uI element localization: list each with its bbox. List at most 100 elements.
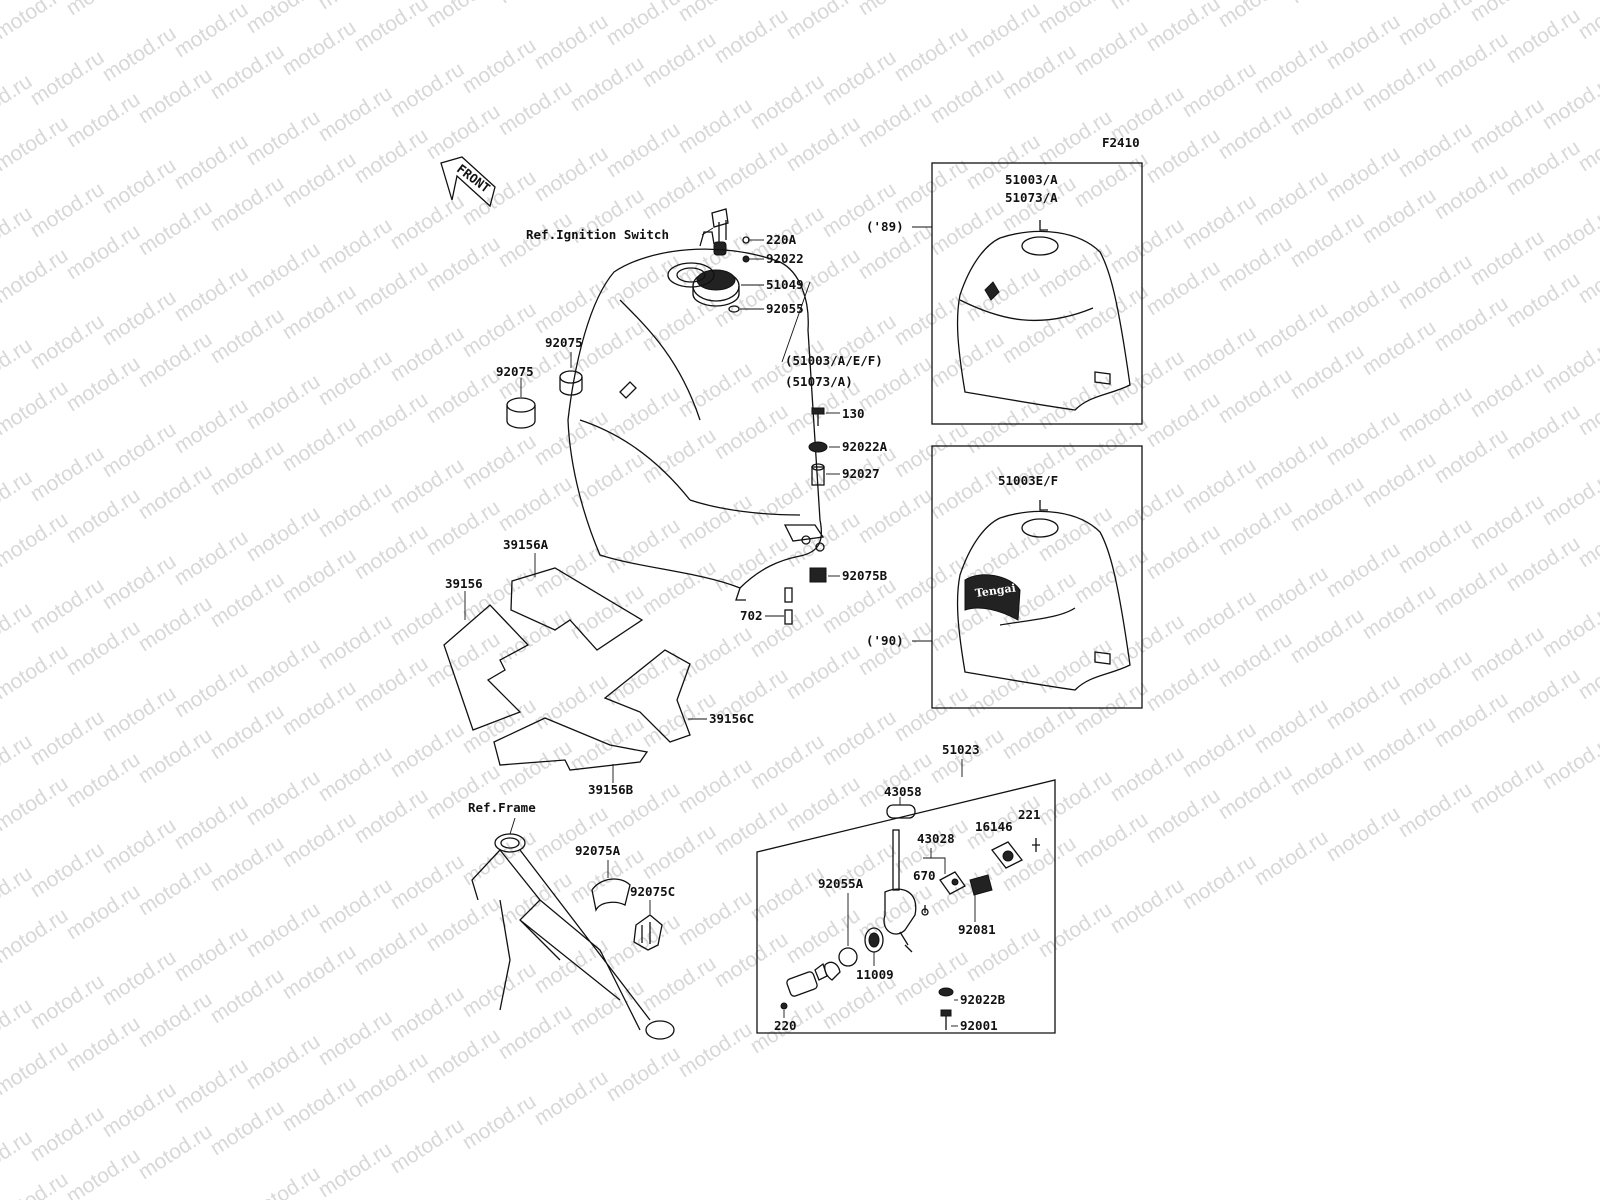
- watermark-text: motod.ru: [170, 1054, 252, 1118]
- label-39156A: 39156A: [503, 537, 549, 552]
- watermark-text: motod.ru: [1394, 778, 1476, 842]
- watermark-text: motod.ru: [0, 1126, 36, 1190]
- cock-body: [883, 888, 917, 935]
- watermark-text: motod.ru: [1106, 742, 1188, 806]
- watermark-text: motod.ru: [998, 832, 1080, 896]
- watermark-text: motod.ru: [350, 916, 432, 980]
- box-89-tank: [931, 162, 1143, 425]
- watermark-text: motod.ru: [998, 40, 1080, 104]
- watermark-text: motod.ru: [890, 550, 972, 614]
- watermark-text: motod.ru: [782, 904, 864, 968]
- watermark-text: motod.ru: [386, 454, 468, 518]
- watermark-text: motod.ru: [422, 892, 504, 956]
- watermark-text: motod.ru: [206, 40, 288, 104]
- watermark-text: motod.ru: [26, 46, 108, 110]
- watermark-text: motod.ru: [350, 124, 432, 188]
- watermark-text: motod.ru: [818, 706, 900, 770]
- watermark-text: motod.ru: [1502, 532, 1584, 596]
- watermark-text: motod.ru: [890, 682, 972, 746]
- watermark-text: motod.ru: [1178, 322, 1260, 386]
- watermark-text: motod.ru: [26, 310, 108, 374]
- watermark-text: motod.ru: [170, 790, 252, 854]
- watermark-text: motod.ru: [674, 0, 756, 26]
- watermark-text: motod.ru: [1286, 208, 1368, 272]
- watermark-text: motod.ru: [674, 490, 756, 554]
- filter-tube: [892, 829, 900, 891]
- watermark-text: motod.ru: [350, 520, 432, 584]
- watermark-text: motod.ru: [1502, 664, 1584, 728]
- diaphragm-43028: [939, 871, 966, 895]
- watermark-text: motod.ru: [278, 808, 360, 872]
- watermark-text: motod.ru: [0, 772, 72, 836]
- watermark-text: motod.ru: [98, 1078, 180, 1142]
- watermark-text: motod.ru: [818, 838, 900, 902]
- watermark-text: motod.ru: [1538, 70, 1600, 134]
- label-702: 702: [740, 608, 763, 623]
- watermark-text: motod.ru: [1394, 118, 1476, 182]
- year-89: ('89): [866, 219, 904, 234]
- watermark-text: motod.ru: [26, 574, 108, 638]
- watermark-text: motod.ru: [1322, 10, 1404, 74]
- watermark-text: motod.ru: [1538, 466, 1600, 530]
- watermark-text: motod.ru: [386, 718, 468, 782]
- watermark-text: motod.ru: [0, 334, 36, 398]
- watermark-text: motod.ru: [494, 1000, 576, 1064]
- watermark-text: motod.ru: [530, 274, 612, 338]
- watermark-text: motod.ru: [422, 100, 504, 164]
- watermark-text: motod.ru: [98, 154, 180, 218]
- watermark-text: motod.ru: [1394, 382, 1476, 446]
- watermark-text: motod.ru: [242, 1030, 324, 1094]
- watermark-text: motod.ru: [1322, 802, 1404, 866]
- watermark-text: motod.ru: [1466, 0, 1548, 26]
- watermark-text: motod.ru: [278, 412, 360, 476]
- frame-reference: [471, 817, 675, 1040]
- watermark-text: motod.ru: [134, 1120, 216, 1184]
- label-92075C: 92075C: [630, 884, 675, 899]
- watermark-text: motod.ru: [242, 0, 324, 38]
- watermark-text: motod.ru: [854, 88, 936, 152]
- watermark-text: motod.ru: [1322, 538, 1404, 602]
- label-92022B: 92022B: [960, 992, 1006, 1007]
- watermark-text: motod.ru: [422, 496, 504, 560]
- watermark-text: motod.ru: [602, 1042, 684, 1106]
- watermark-text: motod.ru: [1142, 256, 1224, 320]
- watermark-text: motod.ru: [1466, 94, 1548, 158]
- watermark-text: motod.ru: [0, 730, 36, 794]
- collar-92027: [811, 463, 840, 486]
- watermark-text: motod.ru: [1286, 604, 1368, 668]
- watermark-text: motod.ru: [602, 514, 684, 578]
- tank-89-illustration: [956, 220, 1131, 411]
- watermark-text: motod.ru: [62, 484, 144, 548]
- watermark-text: motod.ru: [278, 544, 360, 608]
- watermark-text: motod.ru: [458, 1090, 540, 1154]
- watermark-text: motod.ru: [350, 784, 432, 848]
- label-92075B: 92075B: [842, 568, 888, 583]
- watermark-text: motod.ru: [1178, 454, 1260, 518]
- watermark-text: motod.ru: [62, 1012, 144, 1076]
- watermark-text: motod.ru: [170, 658, 252, 722]
- watermark-text: motod.ru: [134, 460, 216, 524]
- watermark-text: motod.ru: [26, 838, 108, 902]
- watermark-text: motod.ru: [350, 0, 432, 56]
- label-670: 670: [913, 868, 936, 883]
- watermark-text: motod.ru: [890, 22, 972, 86]
- watermark-text: motod.ru: [638, 424, 720, 488]
- watermark-text: motod.ru: [206, 700, 288, 764]
- watermark-text: motod.ru: [710, 796, 792, 860]
- watermark-text: motod.ru: [1106, 214, 1188, 278]
- watermark-text: motod.ru: [1142, 0, 1224, 56]
- watermark-text: motod.ru: [746, 70, 828, 134]
- label-43028: 43028: [917, 831, 955, 846]
- watermark-text: motod.ru: [1394, 646, 1476, 710]
- label-16146: 16146: [975, 819, 1013, 834]
- watermark-text: motod.ru: [1430, 424, 1512, 488]
- watermark-text: motod.ru: [1502, 400, 1584, 464]
- watermark-text: motod.ru: [134, 64, 216, 128]
- watermark-text: motod.ru: [314, 1138, 396, 1200]
- watermark-text: motod.ru: [62, 748, 144, 812]
- ref-ignition-switch: Ref.Ignition Switch: [526, 227, 669, 242]
- watermark-text: motod.ru: [386, 982, 468, 1046]
- watermark-text: motod.ru: [818, 46, 900, 110]
- watermark-text: motod.ru: [350, 652, 432, 716]
